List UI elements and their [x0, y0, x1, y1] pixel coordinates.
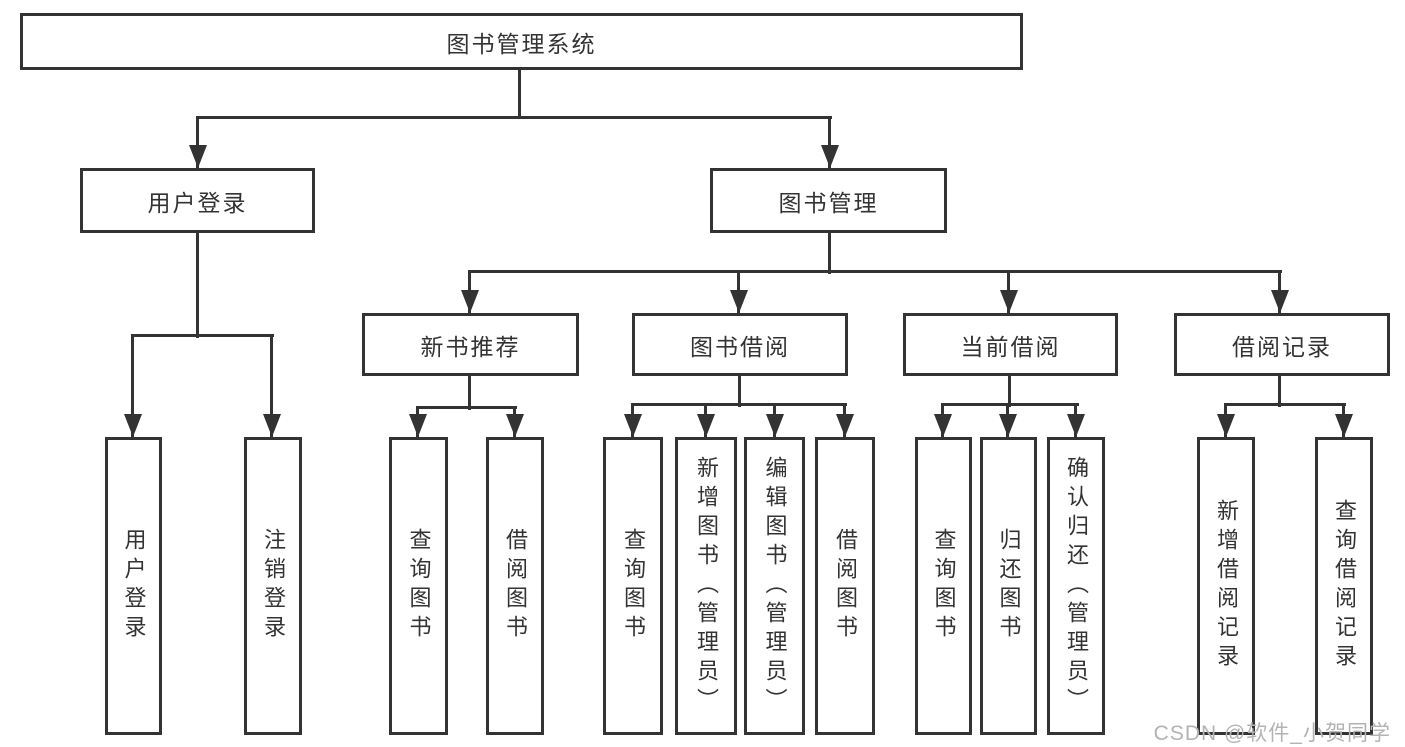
- connector-line-horizontal: [1224, 403, 1346, 406]
- connector-line-vertical: [738, 376, 741, 407]
- connector-line-horizontal: [941, 403, 1079, 406]
- arrow-down-icon: [934, 414, 952, 437]
- connector-line-vertical: [828, 118, 831, 170]
- connector-line-vertical: [270, 336, 273, 437]
- leaf-logout: 注销登录: [244, 437, 302, 735]
- arrow-down-icon: [624, 414, 642, 437]
- arrow-down-icon: [836, 414, 854, 437]
- arrow-down-icon: [821, 145, 839, 168]
- arrow-down-icon: [1217, 414, 1235, 437]
- connector-line-vertical: [468, 376, 471, 410]
- csdn-watermark: CSDN @软件_小贺同学: [1153, 722, 1391, 745]
- leaf-edit-books-admin: 编辑图书（管理员）: [744, 437, 805, 735]
- connector-line-vertical: [196, 118, 199, 170]
- connector-line-vertical: [196, 233, 199, 338]
- arrow-down-icon: [999, 414, 1017, 437]
- arrow-down-icon: [697, 414, 715, 437]
- leaf-newbook-query-books: 查询图书: [389, 437, 448, 735]
- node-book-borrow: 图书借阅: [632, 313, 848, 376]
- connector-line-vertical: [131, 336, 134, 437]
- leaf-borrow-books: 借阅图书: [815, 437, 875, 735]
- arrow-down-icon: [1067, 414, 1085, 437]
- arrow-down-icon: [263, 414, 281, 437]
- node-root: 图书管理系统: [20, 13, 1023, 70]
- arrow-down-icon: [1335, 414, 1353, 437]
- arrow-down-icon: [1271, 290, 1289, 313]
- arrow-down-icon: [506, 414, 524, 437]
- arrow-down-icon: [124, 414, 142, 437]
- connector-line-horizontal: [131, 334, 274, 337]
- connector-line-horizontal: [416, 406, 517, 409]
- leaf-add-borrow-record: 新增借阅记录: [1197, 437, 1255, 735]
- arrow-down-icon: [189, 145, 207, 168]
- arrow-down-icon: [1000, 290, 1018, 313]
- node-book-management: 图书管理: [710, 168, 947, 233]
- connector-line-vertical: [518, 69, 521, 119]
- connector-line-vertical: [1278, 376, 1281, 407]
- leaf-borrow-query-books: 查询图书: [603, 437, 663, 735]
- arrow-down-icon: [409, 414, 427, 437]
- leaf-newbook-borrow-books: 借阅图书: [486, 437, 544, 735]
- arrow-down-icon: [461, 290, 479, 313]
- arrow-down-icon: [730, 290, 748, 313]
- connector-line-horizontal: [631, 403, 847, 406]
- arrow-down-icon: [766, 414, 784, 437]
- node-user-login: 用户登录: [80, 168, 315, 233]
- leaf-confirm-return-admin: 确认归还（管理员）: [1047, 437, 1105, 735]
- connector-line-vertical: [828, 233, 831, 274]
- node-new-book-recommend: 新书推荐: [362, 313, 579, 376]
- node-borrow-record: 借阅记录: [1174, 313, 1390, 376]
- leaf-query-borrow-record: 查询借阅记录: [1315, 437, 1373, 735]
- connector-line-horizontal: [196, 116, 832, 119]
- node-current-borrow: 当前借阅: [903, 313, 1118, 376]
- connector-line-horizontal: [468, 270, 1282, 273]
- leaf-return-books: 归还图书: [980, 437, 1037, 735]
- leaf-current-query-books: 查询图书: [915, 437, 972, 735]
- leaf-user-login: 用户登录: [105, 437, 162, 735]
- connector-line-vertical: [1008, 376, 1011, 407]
- leaf-add-books-admin: 新增图书（管理员）: [675, 437, 737, 735]
